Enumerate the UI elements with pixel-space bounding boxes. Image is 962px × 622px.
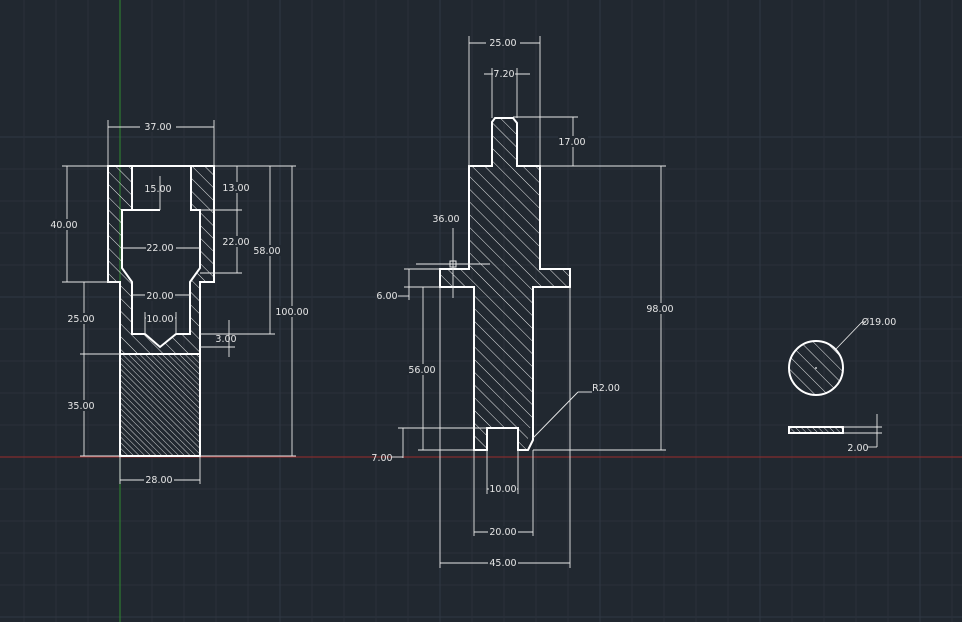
- part-a-dim-left-upper: 40.00: [50, 220, 77, 231]
- part-b-dim-36: 36.00: [432, 214, 459, 225]
- part-a-dim-top-width: 37.00: [144, 122, 171, 133]
- part-a-section-view[interactable]: 37.00 15.00 13.00 22.00 22.00 40.00: [50, 120, 310, 486]
- part-b-dim-bottom-step: 7.00: [371, 453, 392, 464]
- part-c-views[interactable]: Ø19.00 2.00: [788, 317, 897, 454]
- part-b-outline: [439, 117, 571, 451]
- part-a-dim-bottom-width: 28.00: [145, 475, 172, 486]
- part-b-dim-tip-width: 7.20: [493, 69, 514, 80]
- part-a-dim-left-lower: 35.00: [67, 401, 94, 412]
- part-b-dim-shaft: 20.00: [489, 527, 516, 538]
- part-c-dim-thickness: 2.00: [847, 443, 868, 454]
- part-a-dimensions: 37.00 15.00 13.00 22.00 22.00 40.00: [50, 120, 310, 486]
- part-b-dim-flange: 6.00: [376, 291, 397, 302]
- part-b-dim-56: 56.00: [408, 365, 435, 376]
- part-a-dim-left-mid: 25.00: [67, 314, 94, 325]
- part-b-dim-radius: R2.00: [592, 383, 620, 394]
- part-a-dim-right-step-2: 22.00: [222, 237, 249, 248]
- part-a-dim-bore-top: 15.00: [144, 184, 171, 195]
- part-a-dim-right-58: 58.00: [253, 246, 280, 257]
- part-a-threaded-base-hatch: [120, 354, 200, 456]
- part-b-dim-top-width: 25.00: [489, 38, 516, 49]
- part-a-dim-right-step-1: 13.00: [222, 183, 249, 194]
- part-b-dim-tip-height: 17.00: [558, 137, 585, 148]
- part-c-edge-view-outline: [788, 426, 844, 434]
- part-c-edge-view-hatch: [789, 427, 843, 433]
- part-c-dimensions: Ø19.00 2.00: [835, 317, 897, 454]
- part-b-dim-flange-width: 45.00: [489, 558, 516, 569]
- part-b-dim-slot: 10.00: [489, 484, 516, 495]
- part-a-dim-bore-lower: 20.00: [146, 291, 173, 302]
- part-a-dim-right-100: 100.00: [275, 307, 308, 318]
- part-b-body-hatch: [440, 118, 570, 450]
- part-a-right-wall-hatch: [190, 166, 214, 282]
- part-c-dim-diameter: Ø19.00: [862, 317, 897, 328]
- part-a-dim-bore-mid: 22.00: [146, 243, 173, 254]
- part-b-dim-total-height: 98.00: [646, 304, 673, 315]
- part-a-lower-wall-hatch: [120, 282, 200, 354]
- part-a-dim-bore-small: 10.00: [146, 314, 173, 325]
- part-b-dimensions: 25.00 7.20 17.00 98.00 36.00: [371, 36, 675, 569]
- part-a-dim-cone: 3.00: [215, 334, 236, 345]
- part-a-left-wall-hatch: [108, 166, 132, 282]
- part-c-disc-outline: [788, 340, 844, 396]
- part-c-center-point: [815, 367, 817, 369]
- part-b-section-view[interactable]: 25.00 7.20 17.00 98.00 36.00: [371, 36, 675, 569]
- part-a-bore-outline: [121, 166, 201, 349]
